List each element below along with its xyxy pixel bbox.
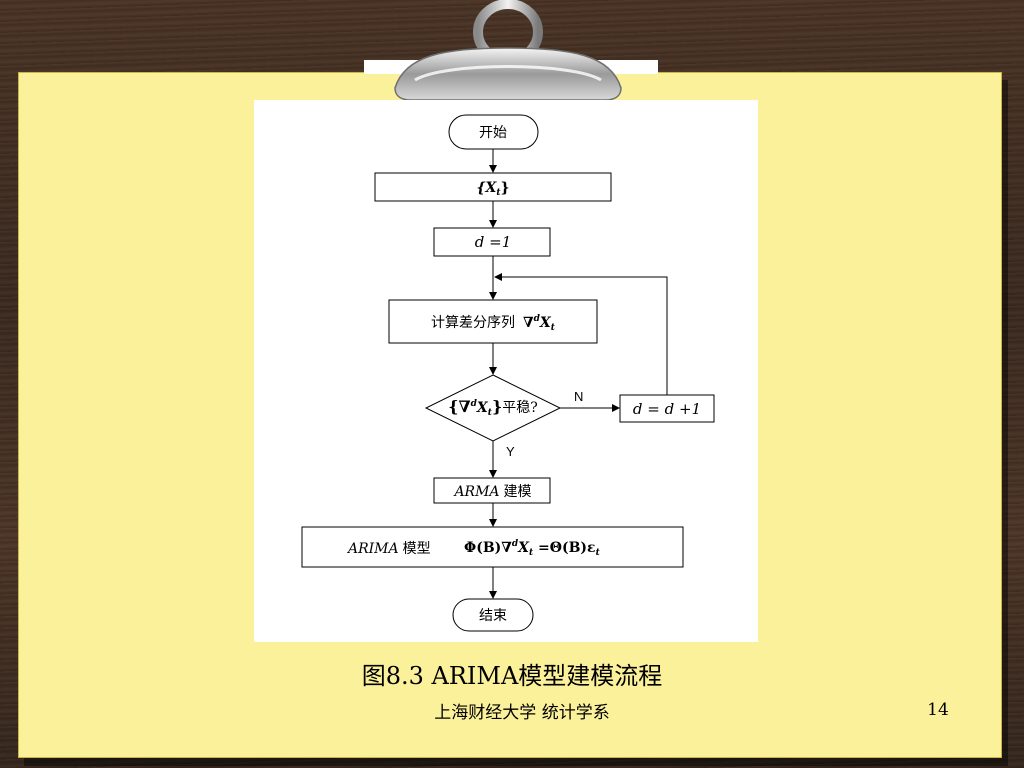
- end-label: 结束: [479, 608, 507, 624]
- page-number: 14: [927, 700, 949, 720]
- no-branch-label: N: [574, 389, 583, 404]
- arima-flowchart: 开始 {Xt} d =1 计算差分序列∇dXt {∇dXt}平稳? N Y d …: [301, 114, 715, 632]
- arima-model-node: [301, 526, 684, 568]
- input-series-label: {Xt}: [476, 180, 509, 198]
- init-d-label: d =1: [475, 233, 511, 251]
- binder-clip-icon: [394, 0, 622, 101]
- yes-branch-label: Y: [506, 444, 515, 459]
- increment-d-label: d = d +1: [633, 400, 701, 418]
- arma-model-node: [433, 477, 551, 504]
- decision-label: {∇dXt}平稳?: [448, 397, 538, 418]
- increment-d-node: [619, 394, 715, 423]
- init-d-node: [433, 227, 551, 257]
- compute-diff-label: 计算差分序列∇dXt: [431, 314, 556, 333]
- input-series-node: [374, 172, 612, 202]
- start-label: 开始: [479, 125, 507, 141]
- end-node: [452, 598, 534, 632]
- flowchart-figure: 开始 {Xt} d =1 计算差分序列∇dXt {∇dXt}平稳? N Y d …: [254, 100, 758, 642]
- slide-footer: 上海财经大学 统计学系: [434, 703, 610, 723]
- figure-caption: 图8.3 ARIMA模型建模流程: [361, 662, 663, 690]
- arima-equation: Φ(B)∇dXt =Θ(B)εt: [464, 539, 601, 558]
